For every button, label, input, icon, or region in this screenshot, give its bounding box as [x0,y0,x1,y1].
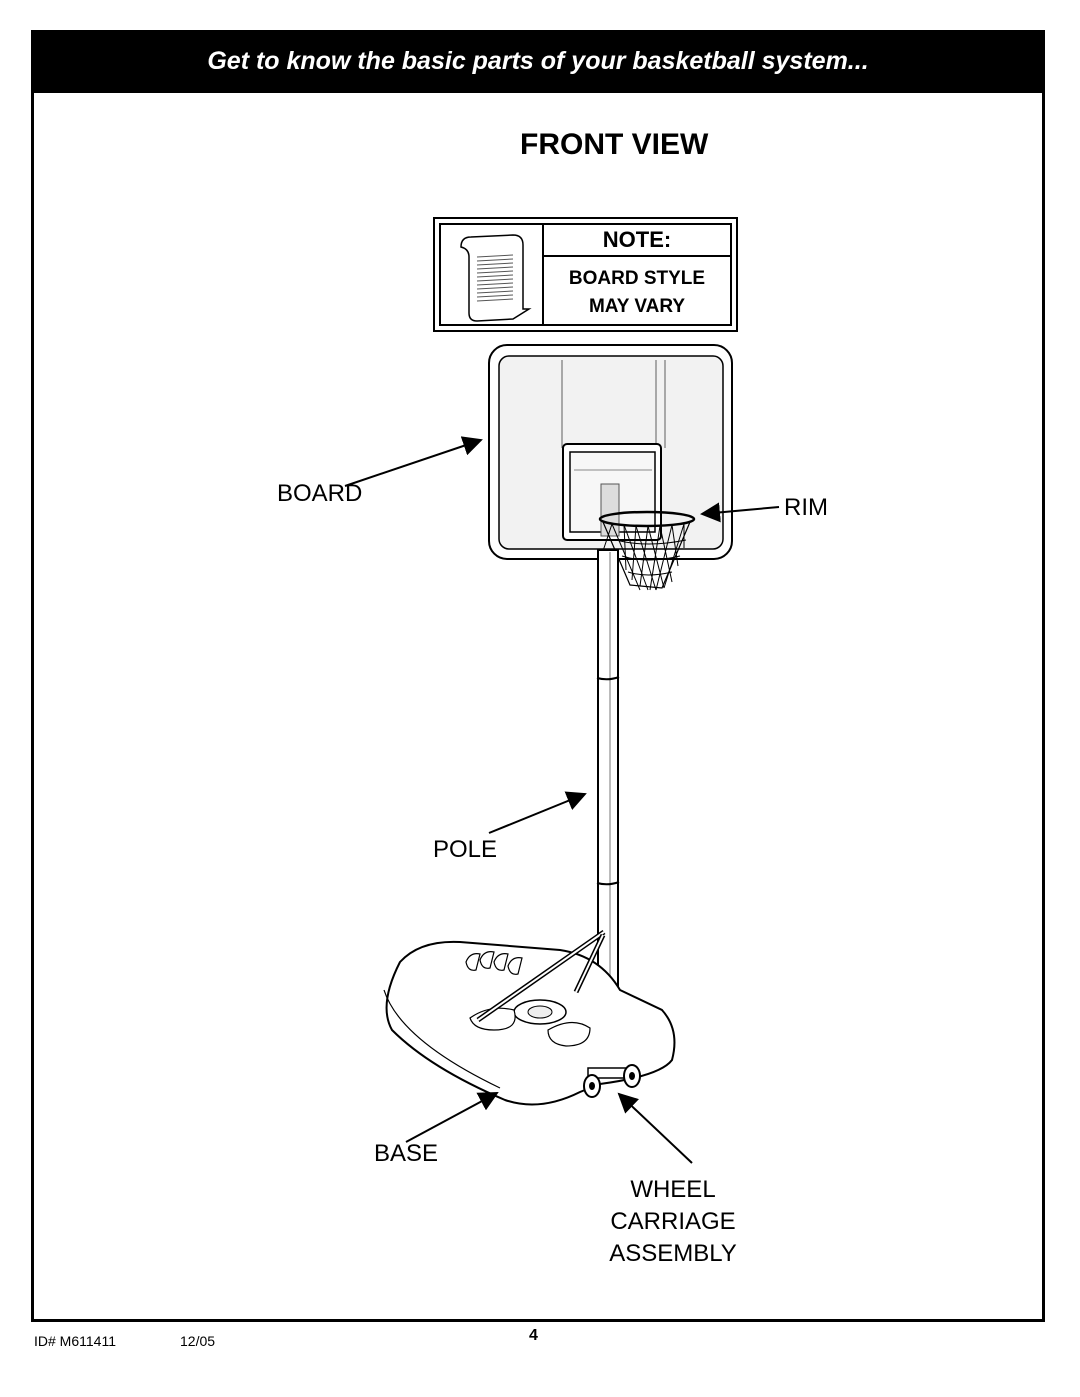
pole-label: POLE [433,836,498,863]
note-line-1: BOARD STYLE [568,268,706,289]
wheel-label-line-1: WHEEL [630,1176,716,1203]
note-box: NOTE: BOARD STYLE MAY VARY [433,217,738,332]
footer-document-id: ID# M611411 [34,1333,116,1349]
rim-arrow [700,502,780,523]
backboard-drawing [488,344,733,560]
page-banner: Get to know the basic parts of your bask… [31,30,1045,93]
note-inner-border: NOTE: BOARD STYLE MAY VARY [439,223,732,326]
backboard-sketch-icon [460,234,532,322]
wheel-carriage-drawing [583,1064,641,1098]
note-line-2: MAY VARY [588,296,686,317]
note-heading: NOTE: [544,225,730,257]
note-divider [542,225,544,324]
pole-arrow [488,791,587,834]
base-arrow [405,1092,499,1143]
base-label: BASE [374,1140,439,1167]
base-drawing [383,929,676,1106]
wheel-arrow [617,1092,693,1164]
banner-text: Get to know the basic parts of your bask… [207,47,869,75]
board-arrow [344,436,483,487]
page-title: FRONT VIEW [520,128,709,161]
footer-date: 12/05 [180,1333,216,1349]
note-body: BOARD STYLE MAY VARY [544,265,730,321]
wheel-label-line-3: ASSEMBLY [609,1240,737,1267]
wheel-carriage-label: WHEEL CARRIAGE ASSEMBLY [603,1174,743,1270]
rim-label: RIM [784,494,828,521]
page-number: 4 [529,1327,538,1344]
wheel-label-line-2: CARRIAGE [610,1208,736,1235]
board-label: BOARD [277,480,363,507]
